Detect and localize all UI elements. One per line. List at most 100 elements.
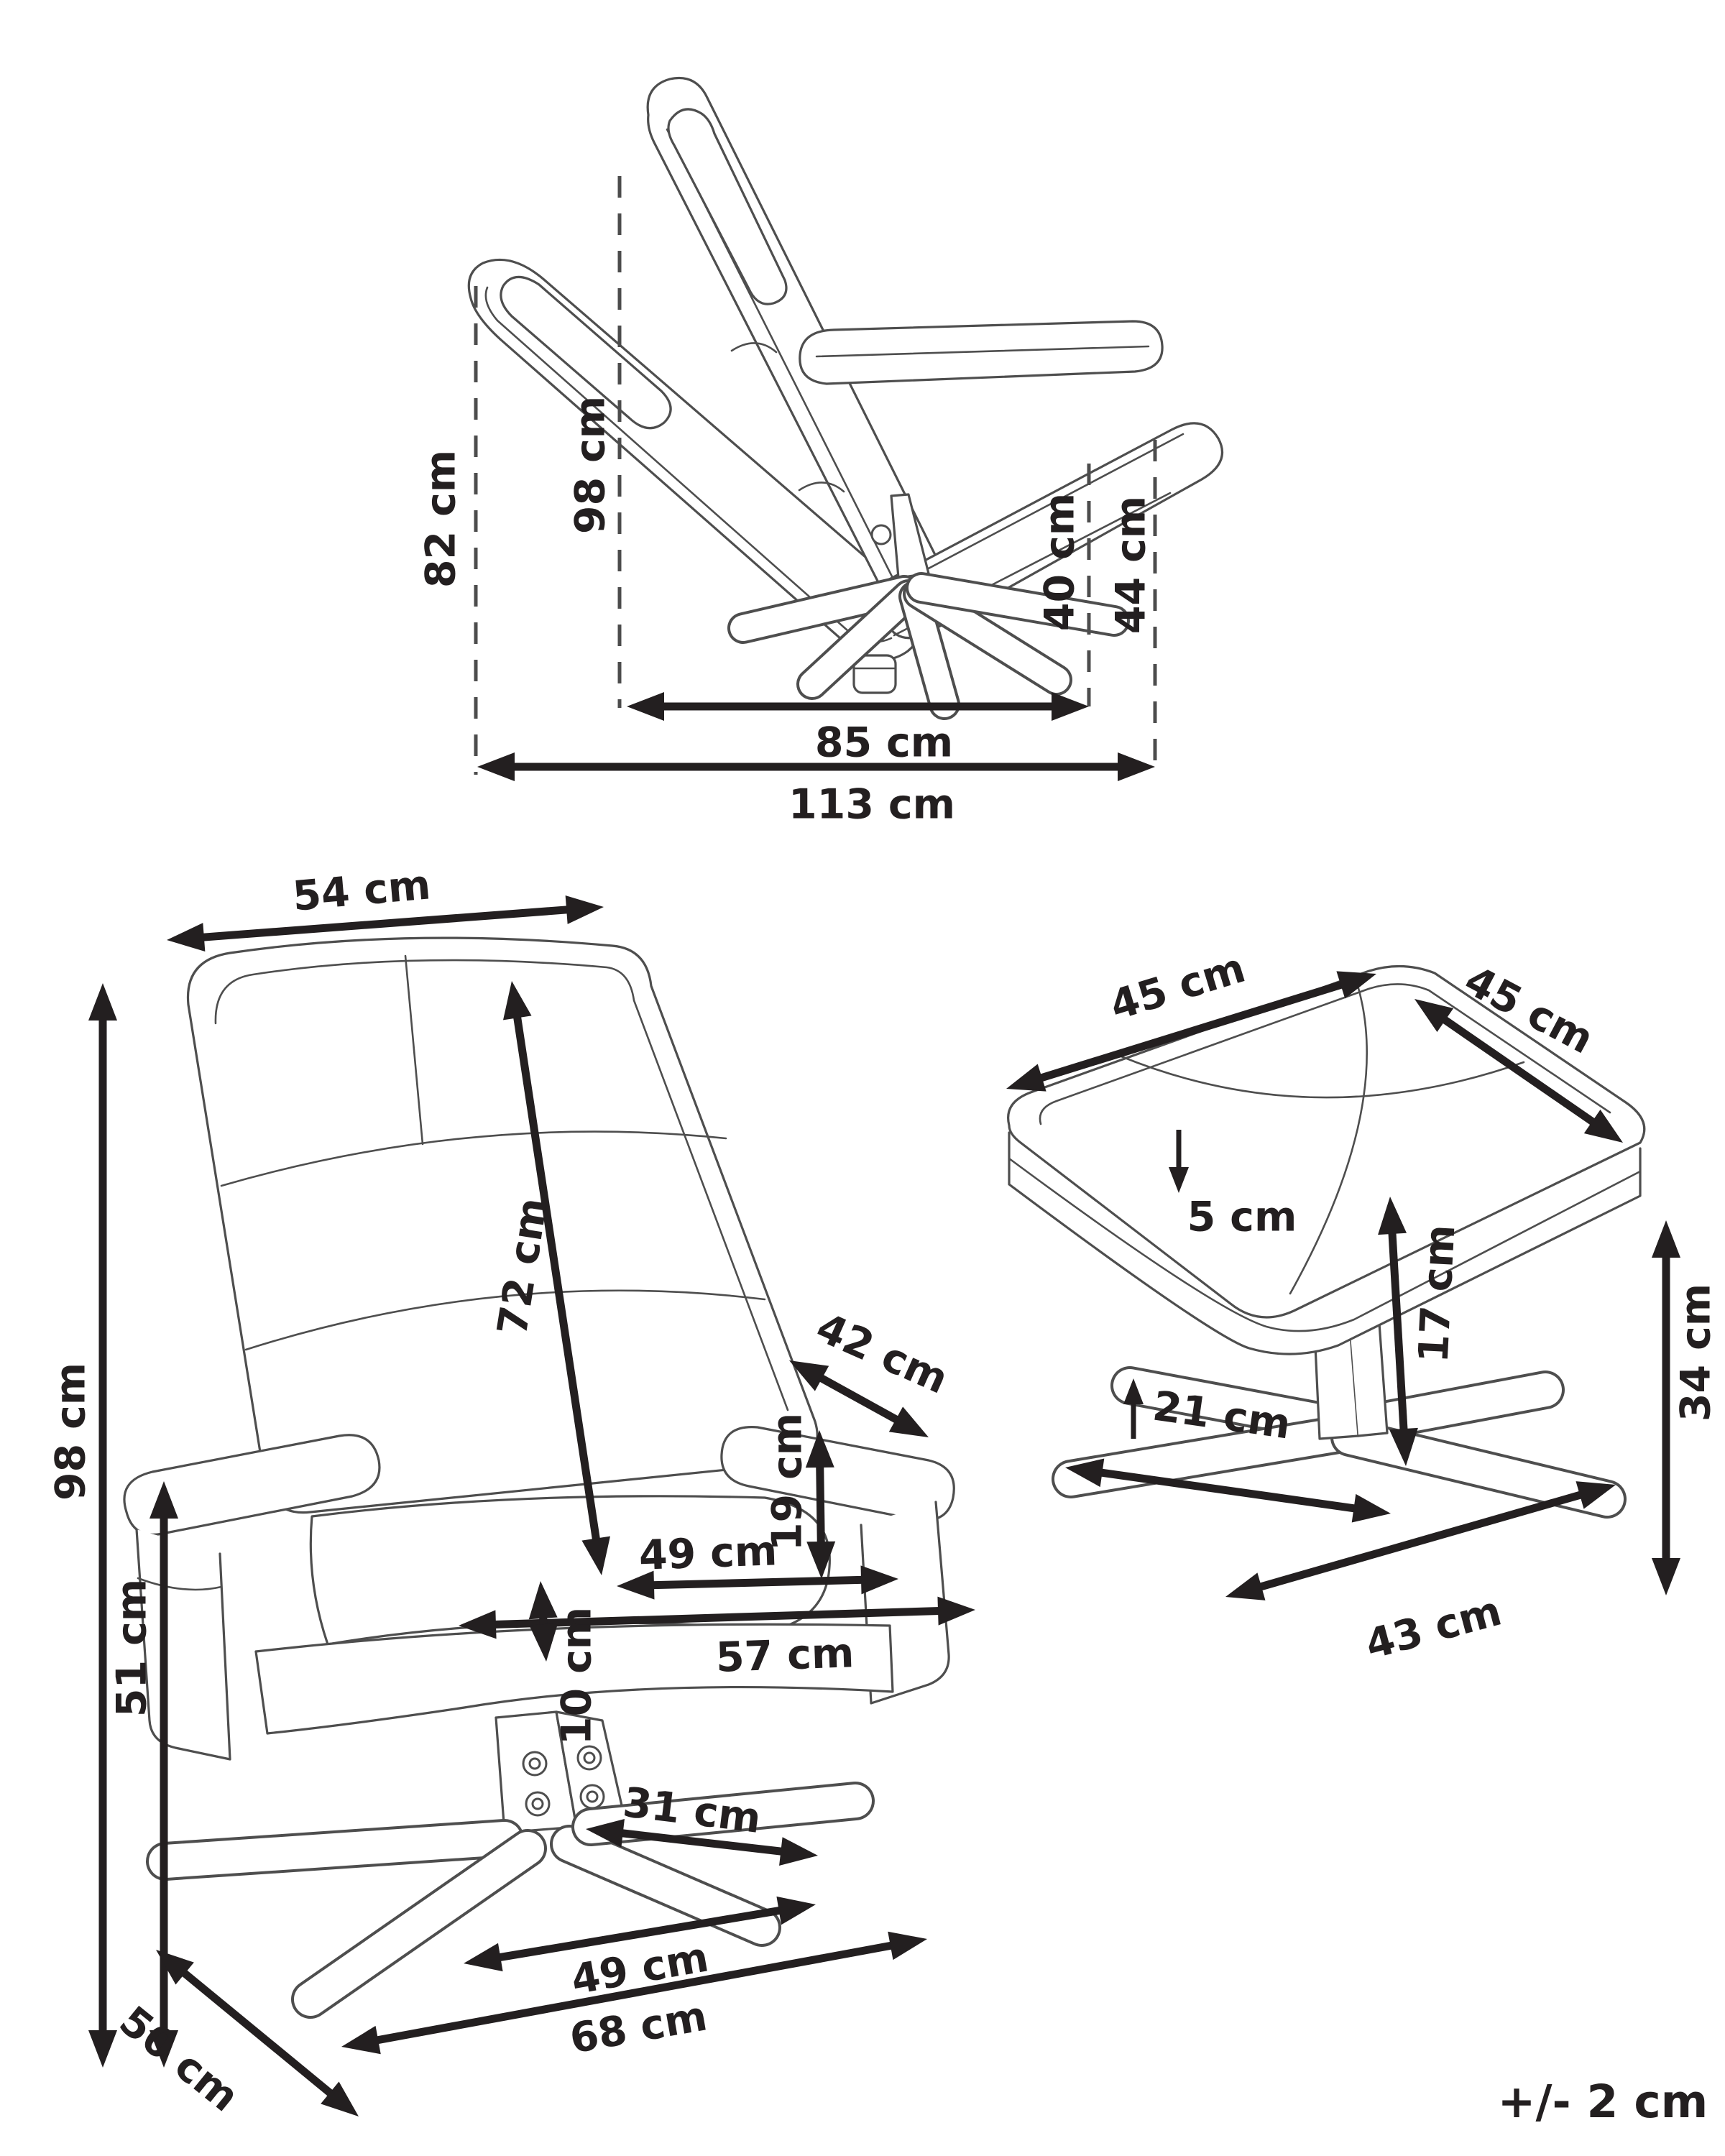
dim-label-fv-19: 19 cm: [764, 1413, 811, 1551]
ottoman-cushion-top: [1007, 964, 1646, 1319]
front-view-sketch: [123, 936, 955, 2019]
arrowhead: [1118, 752, 1155, 781]
dimension-fv-19: 19 cm: [764, 1413, 836, 1579]
arrowhead: [464, 1943, 503, 1972]
dimension-fv-51: 51 cm: [109, 1481, 178, 2068]
dim-label-fv-57: 57 cm: [715, 1629, 855, 1682]
dim-label-sv-113: 113 cm: [788, 781, 955, 829]
dim-label-sv-40: 40 cm: [1036, 493, 1084, 631]
arrowhead: [150, 1481, 178, 1519]
dim-label-sv-98: 98 cm: [567, 396, 615, 534]
side-view-sketch: [467, 76, 1224, 720]
front-rail: [254, 1623, 894, 1735]
front-tuft-seam-2: [244, 1289, 766, 1351]
arrowhead: [529, 1623, 558, 1662]
dimension-line: [485, 1606, 949, 1629]
dimension-sv-113: 113 cm: [477, 752, 1155, 829]
recline-knob: [870, 524, 892, 545]
dimension-line: [367, 1940, 902, 2046]
arrowhead: [617, 1570, 655, 1600]
dimension-fv-49a: 49 cm: [617, 1527, 898, 1600]
dimension-ot-34: 34 cm: [1652, 1220, 1720, 1595]
dim-label-ot-21: 21 cm: [1150, 1382, 1294, 1448]
front-base-legs: [146, 1782, 875, 2019]
arrowhead: [1652, 1558, 1680, 1595]
arrowhead: [88, 983, 117, 1021]
dim-label-sv-82: 82 cm: [418, 450, 465, 588]
arrowhead: [1576, 1481, 1616, 1509]
left-pocket-flap: [137, 1577, 223, 1591]
arrowhead: [88, 2030, 117, 2068]
dimension-fv-68: 68 cm: [341, 1931, 927, 2063]
dimension-sv-82: 82 cm: [418, 450, 465, 588]
side-base-legs: [727, 572, 1130, 720]
arrowhead: [1225, 1572, 1266, 1600]
dimension-fv-57: 57 cm: [459, 1596, 975, 1682]
arrowhead: [167, 923, 206, 952]
dimension-line: [512, 1007, 602, 1549]
dimension-line: [489, 1904, 790, 1963]
dim-label-ot-34: 34 cm: [1673, 1284, 1720, 1422]
ottoman-cushion-piping: [1039, 983, 1611, 1125]
backrest-tuft-seam: [798, 482, 845, 493]
backrest-tuft-seam: [730, 342, 778, 354]
arrowhead: [776, 1896, 816, 1925]
arrowhead: [156, 1950, 194, 1985]
dimension-line: [1031, 977, 1352, 1085]
arrowhead: [1052, 692, 1089, 721]
dim-label-fv-98: 98 cm: [47, 1363, 95, 1501]
arrowhead: [1006, 1064, 1046, 1092]
dimension-sv-98: 98 cm: [567, 396, 615, 534]
dim-label-fv-49a: 49 cm: [638, 1527, 778, 1580]
side-armrest-edge: [815, 345, 1150, 358]
dimension-line: [174, 1963, 341, 2103]
dimension-sv-40: 40 cm: [1036, 493, 1084, 631]
upright-headrest-pillow: [667, 108, 788, 305]
arrowhead: [888, 1931, 927, 1961]
dimension-line: [811, 1370, 907, 1428]
arrowhead: [1123, 1378, 1144, 1404]
arrowhead: [581, 1536, 611, 1575]
arrowhead: [627, 692, 664, 721]
arrowhead: [341, 2025, 381, 2055]
arrowhead: [502, 981, 532, 1021]
dim-label-fv-51: 51 cm: [109, 1579, 156, 1717]
ottoman-seam-vertical: [1289, 982, 1368, 1295]
arrowhead: [528, 1581, 558, 1620]
reclined-headrest-pillow: [500, 275, 672, 430]
arrowhead: [477, 752, 515, 781]
dimension-ot-5: 5 cm: [1187, 1194, 1297, 1241]
dimension-fv-98: 98 cm: [47, 983, 117, 2068]
dimension-sv-85: 85 cm: [627, 692, 1089, 767]
dim-label-ot-17: 17 cm: [1410, 1223, 1465, 1364]
arrowhead: [1414, 999, 1454, 1032]
dimension-line: [643, 1575, 872, 1590]
dimension-sv-44: 44 cm: [1108, 496, 1155, 634]
front-tuft-seam-1: [220, 1130, 727, 1187]
arrowhead: [565, 895, 604, 924]
ottoman-band-piping: [1008, 1157, 1642, 1332]
dim-label-ot-5: 5 cm: [1187, 1194, 1297, 1241]
arrowhead: [321, 2081, 359, 2116]
front-backrest-seam: [214, 959, 789, 1411]
front-center-seam: [404, 954, 424, 1146]
ot-5-down: [1169, 1130, 1189, 1193]
dim-label-fv-42: 42 cm: [809, 1304, 955, 1404]
dimension-line: [1091, 1467, 1365, 1514]
arrowhead: [789, 1360, 829, 1391]
ottoman-seam-horizontal: [1120, 1055, 1525, 1099]
arrowhead: [150, 2030, 178, 2068]
dim-label-fv-10: 10 cm: [553, 1607, 601, 1745]
arrowhead: [779, 1837, 818, 1866]
front-backrest: [186, 936, 819, 1514]
arrowhead: [805, 1430, 834, 1468]
dim-label-fv-54: 54 cm: [290, 861, 432, 921]
dim-label-ot-43: 43 cm: [1361, 1588, 1506, 1669]
height-guide-lines: [474, 176, 1157, 775]
arrowhead: [888, 1406, 929, 1437]
dim-label-sv-85: 85 cm: [815, 719, 953, 767]
remote-pocket: [852, 654, 897, 694]
arrowhead: [1169, 1167, 1189, 1193]
dimension-ot-17: 17 cm: [1378, 1197, 1465, 1466]
arrowhead: [1336, 971, 1376, 999]
